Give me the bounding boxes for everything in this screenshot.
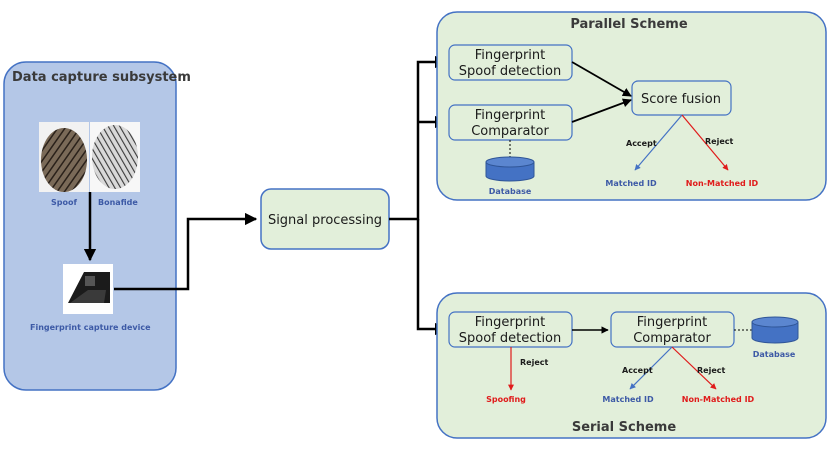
signal-processing-box: Signal processing	[260, 188, 390, 250]
bonafide-label: Bonafide	[98, 198, 138, 207]
serial-reject-arrow	[671, 346, 717, 390]
score-fusion-box: Score fusion	[631, 80, 732, 116]
capture-device-label: Fingerprint capture device	[30, 323, 151, 332]
serial-matched-id: Matched ID	[602, 395, 654, 404]
spoof-label: Spoof	[51, 198, 77, 207]
signal-processing-label: Signal processing	[268, 213, 382, 228]
parallel-accept-arrow	[634, 114, 683, 171]
serial-spoofing-label: Spoofing	[486, 395, 526, 404]
bonafide-fingerprint-image	[90, 122, 140, 192]
svg-text:Fingerprint: Fingerprint	[637, 315, 708, 330]
svg-text:Fingerprint: Fingerprint	[475, 48, 546, 63]
svg-text:Score fusion: Score fusion	[641, 92, 721, 107]
serial-spoof-detection-box: Fingerprint Spoof detection	[448, 311, 573, 348]
svg-text:Comparator: Comparator	[633, 331, 711, 346]
parallel-scheme-panel: Parallel Scheme Fingerprint Spoof detect…	[436, 11, 827, 201]
parallel-database-icon	[485, 156, 535, 182]
data-capture-title: Data capture subsystem	[12, 70, 191, 85]
fingerprint-capture-device-image	[63, 264, 113, 314]
parallel-comparator-box: Fingerprint Comparator	[448, 104, 573, 141]
svg-text:Spoof detection: Spoof detection	[459, 331, 562, 346]
parallel-scheme-title: Parallel Scheme	[570, 17, 688, 32]
serial-comparator-box: Fingerprint Comparator	[610, 311, 735, 348]
parallel-reject-label: Reject	[705, 137, 733, 146]
svg-text:Spoof detection: Spoof detection	[459, 64, 562, 79]
parallel-database-label: Database	[489, 187, 532, 196]
serial-database-label: Database	[753, 350, 796, 359]
serial-reject-label: Reject	[697, 366, 725, 375]
svg-text:Comparator: Comparator	[471, 124, 549, 139]
svg-text:Fingerprint: Fingerprint	[475, 315, 546, 330]
serial-spoof-reject-label: Reject	[520, 358, 548, 367]
serial-scheme-panel: Serial Scheme Fingerprint Spoof detectio…	[436, 292, 827, 439]
serial-accept-arrow	[629, 346, 673, 390]
svg-text:Fingerprint: Fingerprint	[475, 108, 546, 123]
data-capture-panel: Data capture subsystem Spoof Bonafide Fi…	[3, 61, 191, 391]
serial-database-icon	[751, 316, 799, 344]
parallel-accept-label: Accept	[626, 139, 657, 148]
device-to-signal-arrow	[114, 212, 258, 291]
serial-non-matched-id: Non-Matched ID	[682, 395, 755, 404]
serial-accept-label: Accept	[622, 366, 653, 375]
parallel-matched-id: Matched ID	[605, 179, 657, 188]
parallel-spoof-detection-box: Fingerprint Spoof detection	[448, 44, 573, 81]
parallel-reject-arrow	[681, 114, 729, 171]
spoof-fingerprint-image	[39, 122, 89, 192]
parallel-non-matched-id: Non-Matched ID	[686, 179, 759, 188]
serial-scheme-title: Serial Scheme	[572, 420, 676, 435]
